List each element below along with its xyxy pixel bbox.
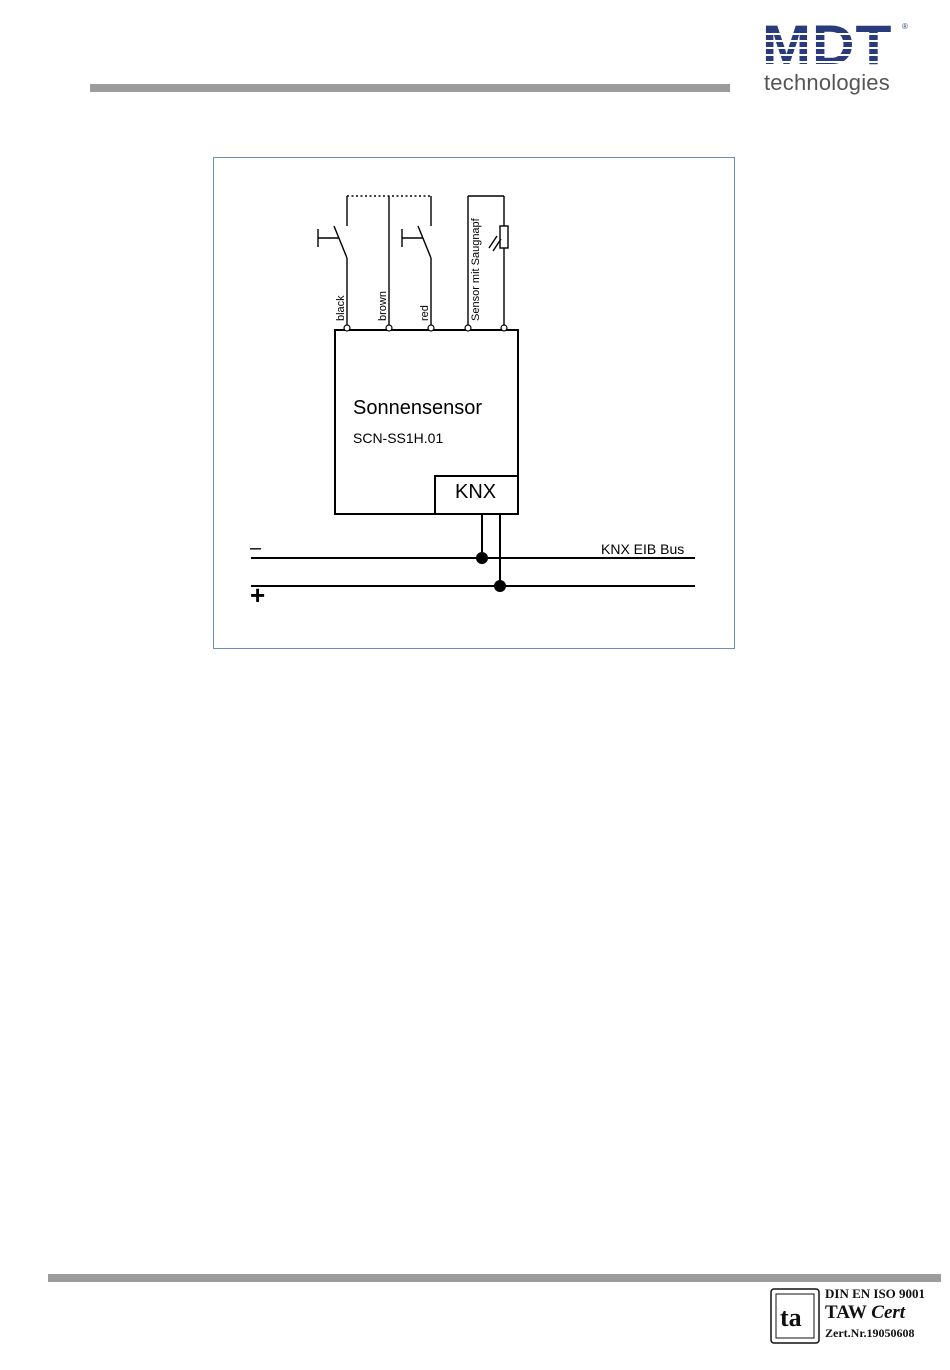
minus-symbol: – bbox=[250, 537, 262, 559]
label-black: black bbox=[335, 295, 347, 321]
terminal-black bbox=[344, 325, 350, 331]
footer-rule bbox=[48, 1274, 941, 1282]
device-model: SCN-SS1H.01 bbox=[353, 430, 443, 446]
cert-number: Zert.Nr.19050608 bbox=[825, 1326, 915, 1341]
knx-box-label: KNX bbox=[455, 481, 496, 503]
cert-issuer-name: TAW bbox=[825, 1302, 867, 1323]
cert-standard: DIN EN ISO 9001 bbox=[825, 1286, 925, 1302]
photo-sensor-symbol bbox=[500, 226, 508, 248]
wiring-diagram-svg: black brown red Sensor mit Saugnapf Sonn… bbox=[214, 158, 736, 650]
terminal-red bbox=[428, 325, 434, 331]
terminal-sensor-1 bbox=[465, 325, 471, 331]
logo-mark: MDT bbox=[762, 20, 893, 70]
label-brown: brown bbox=[377, 291, 389, 321]
registered-mark: ® bbox=[902, 22, 908, 31]
cert-issuer: TAW Cert bbox=[825, 1302, 905, 1324]
wiring-diagram: black brown red Sensor mit Saugnapf Sonn… bbox=[213, 157, 735, 649]
junction-minus bbox=[476, 552, 488, 564]
taw-cert-logo: ta bbox=[770, 1288, 820, 1344]
switch-1-contact bbox=[334, 226, 347, 258]
iso-certification: ta DIN EN ISO 9001 TAW Cert Zert.Nr.1905… bbox=[770, 1286, 945, 1346]
mdt-logo: MDT ® technologies bbox=[762, 20, 922, 100]
device-name: Sonnensensor bbox=[353, 397, 482, 419]
terminal-sensor-2 bbox=[501, 325, 507, 331]
cert-issuer-cert: Cert bbox=[871, 1302, 905, 1323]
label-sensor: Sensor mit Saugnapf bbox=[470, 217, 482, 321]
terminal-brown bbox=[386, 325, 392, 331]
plus-symbol: + bbox=[250, 580, 265, 610]
header-rule bbox=[90, 84, 730, 92]
logo-tagline: technologies bbox=[764, 70, 890, 96]
taw-logo-text: ta bbox=[780, 1303, 802, 1332]
label-red: red bbox=[419, 305, 431, 321]
junction-plus bbox=[494, 580, 506, 592]
switch-2-contact bbox=[418, 226, 431, 258]
bus-label: KNX EIB Bus bbox=[601, 541, 684, 557]
